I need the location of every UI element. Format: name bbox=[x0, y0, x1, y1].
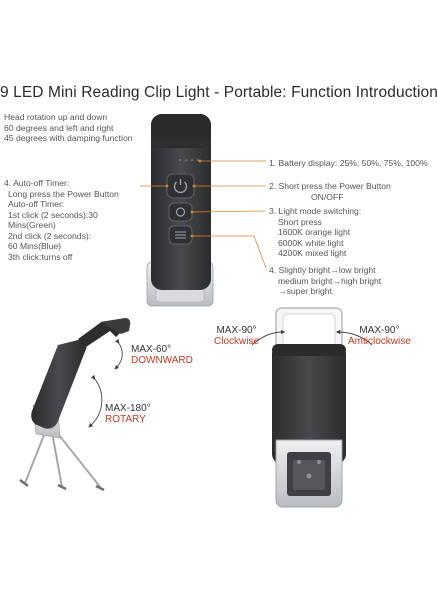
timer-line-4: Mins(Green) bbox=[8, 220, 56, 230]
power-button[interactable] bbox=[166, 173, 195, 199]
battery-line: 1. Battery display: 25%, 50%, 75%, 100% bbox=[269, 158, 428, 168]
short-press-line-1: 2. Short press the Power Button bbox=[269, 181, 391, 191]
brightness-text: 4. Slightly bright→low bright medium bri… bbox=[269, 265, 381, 297]
auto-off-timer-text: 4. Auto-off Timer: Long press the Power … bbox=[4, 178, 119, 262]
brightness-button[interactable] bbox=[168, 225, 193, 245]
downward-angle-label: MAX-60° DOWNWARD bbox=[131, 344, 193, 366]
light-mode-line-3: 1600K orange light bbox=[278, 227, 351, 237]
leader-lines bbox=[140, 159, 267, 269]
clockwise-arrow bbox=[251, 329, 286, 346]
light-mode-text: 3. Light mode switching: Short press 160… bbox=[269, 206, 361, 259]
brightness-line-1: 4. Slightly bright→low bright bbox=[269, 265, 376, 275]
clockwise-angle-label: MAX-90° Clockwise bbox=[214, 325, 259, 347]
front-device bbox=[146, 114, 214, 307]
head-rotation-line-3: 45 degrees with damping function bbox=[4, 133, 133, 143]
side-device bbox=[19, 318, 131, 492]
light-mode-line-2: Short press bbox=[278, 216, 322, 227]
downward-text: DOWNWARD bbox=[131, 355, 193, 366]
light-mode-line-1: 3. Light mode switching: bbox=[269, 206, 362, 216]
head-rotation-text: Head rotation up and down 60 degrees and… bbox=[4, 112, 133, 144]
short-press-line-2: ON/OFF bbox=[311, 191, 344, 202]
power-button-text: 2. Short press the Power Button ON/OFF bbox=[269, 181, 391, 202]
light-mode-line-4: 6000K white light bbox=[278, 237, 344, 248]
brightness-line-2: medium bright→high bright bbox=[278, 275, 382, 286]
downward-arc bbox=[114, 338, 123, 370]
illustration-layer bbox=[19, 114, 373, 508]
brightness-line-3: →super bright bbox=[278, 286, 332, 296]
back-device bbox=[272, 307, 346, 508]
head-rotation-line-1: Head rotation up and down bbox=[4, 112, 108, 122]
rotary-text: ROTARY bbox=[105, 414, 146, 425]
battery-display-text: 1. Battery display: 25%, 50%, 75%, 100% bbox=[269, 158, 428, 169]
rotary-arc bbox=[88, 374, 103, 428]
clockwise-text: Clockwise bbox=[214, 336, 260, 347]
timer-line-1: Long press the Power Button bbox=[8, 188, 119, 199]
mode-icon bbox=[175, 207, 186, 217]
power-icon bbox=[173, 181, 188, 194]
anticlockwise-angle-label: MAX-90° Amticlockwise bbox=[348, 325, 411, 347]
timer-heading: 4. Auto-off Timer: bbox=[4, 178, 70, 188]
rotary-value: MAX-180° bbox=[105, 403, 151, 414]
head-rotation-line-2: 60 degrees and left and right bbox=[4, 122, 114, 133]
timer-line-7: 3th click:turns off bbox=[8, 251, 73, 262]
anticlockwise-value: MAX-90° bbox=[359, 325, 400, 336]
brightness-icon bbox=[175, 231, 186, 239]
page-title: 9 LED Mini Reading Clip Light - Portable… bbox=[0, 84, 438, 101]
anticlockwise-arrow bbox=[335, 329, 373, 346]
mode-button[interactable] bbox=[168, 202, 193, 222]
downward-value: MAX-60° bbox=[131, 344, 172, 355]
light-mode-line-5: 4200K mixed light bbox=[278, 248, 347, 258]
timer-line-6: 60 Mins(Blue) bbox=[8, 241, 62, 251]
timer-line-3: 1st click (2 seconds):30 bbox=[8, 209, 98, 220]
timer-line-2: Auto-off Timer: bbox=[8, 199, 65, 209]
anticlockwise-text: Amticlockwise bbox=[348, 336, 411, 347]
clockwise-value: MAX-90° bbox=[216, 325, 257, 336]
rotary-angle-label: MAX-180° ROTARY bbox=[105, 403, 151, 425]
timer-line-5: 2nd click (2 seconds): bbox=[8, 230, 92, 241]
